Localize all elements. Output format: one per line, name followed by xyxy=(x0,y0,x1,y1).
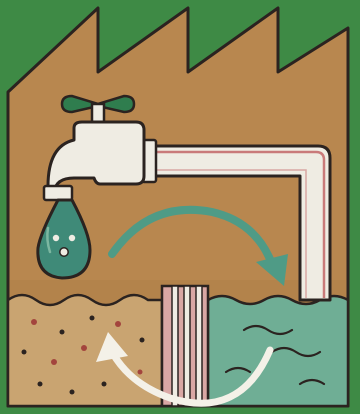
drop-eye-right xyxy=(69,235,75,241)
drop-eye-left xyxy=(53,235,59,241)
filter-icon xyxy=(162,286,208,406)
drop-mouth xyxy=(60,248,68,256)
clean-water-pool xyxy=(208,296,348,406)
